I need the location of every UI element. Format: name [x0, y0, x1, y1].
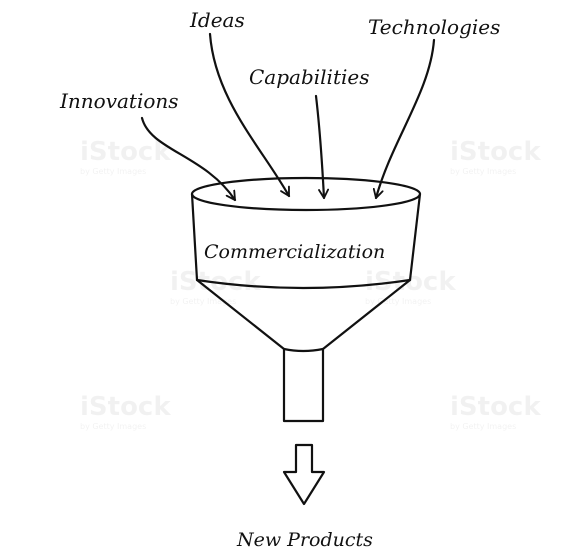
label-capabilities: Capabilities: [249, 65, 369, 89]
funnel-label: Commercialization: [204, 241, 385, 263]
watermark-credit: by Getty Images: [170, 297, 236, 306]
arrow-ideas: [208, 32, 291, 198]
watermark-tile: iStock by Getty Images: [450, 137, 541, 176]
watermark-credit: by Getty Images: [365, 297, 431, 306]
watermark-brand: iStock: [450, 392, 541, 422]
arrow-technologies: [372, 38, 436, 200]
watermark-layer: iStock by Getty Images iStock by Getty I…: [80, 137, 541, 431]
funnel: Commercialization: [190, 176, 422, 423]
watermark-tile: iStock by Getty Images: [450, 392, 541, 431]
label-technologies: Technologies: [368, 15, 500, 39]
watermark-tile: iStock by Getty Images: [80, 392, 171, 431]
label-new-products: New Products: [236, 529, 373, 551]
funnel-spout-top: [282, 347, 325, 353]
funnel-bottom-edge: [195, 278, 412, 290]
funnel-body: [190, 192, 422, 423]
down-arrow-icon: [282, 443, 326, 506]
watermark-brand: iStock: [80, 392, 171, 422]
watermark-brand: iStock: [80, 137, 171, 167]
watermark-credit: by Getty Images: [450, 422, 516, 431]
watermark-credit: by Getty Images: [80, 167, 146, 176]
watermark-credit: by Getty Images: [450, 167, 516, 176]
watermark-credit: by Getty Images: [80, 422, 146, 431]
funnel-rim: [190, 176, 422, 212]
label-ideas: Ideas: [189, 8, 245, 32]
watermark-brand: iStock: [450, 137, 541, 167]
arrow-innovations: [140, 116, 237, 202]
watermark-tile: iStock by Getty Images: [80, 137, 171, 176]
label-innovations: Innovations: [59, 89, 179, 113]
arrow-capabilities: [314, 94, 330, 200]
